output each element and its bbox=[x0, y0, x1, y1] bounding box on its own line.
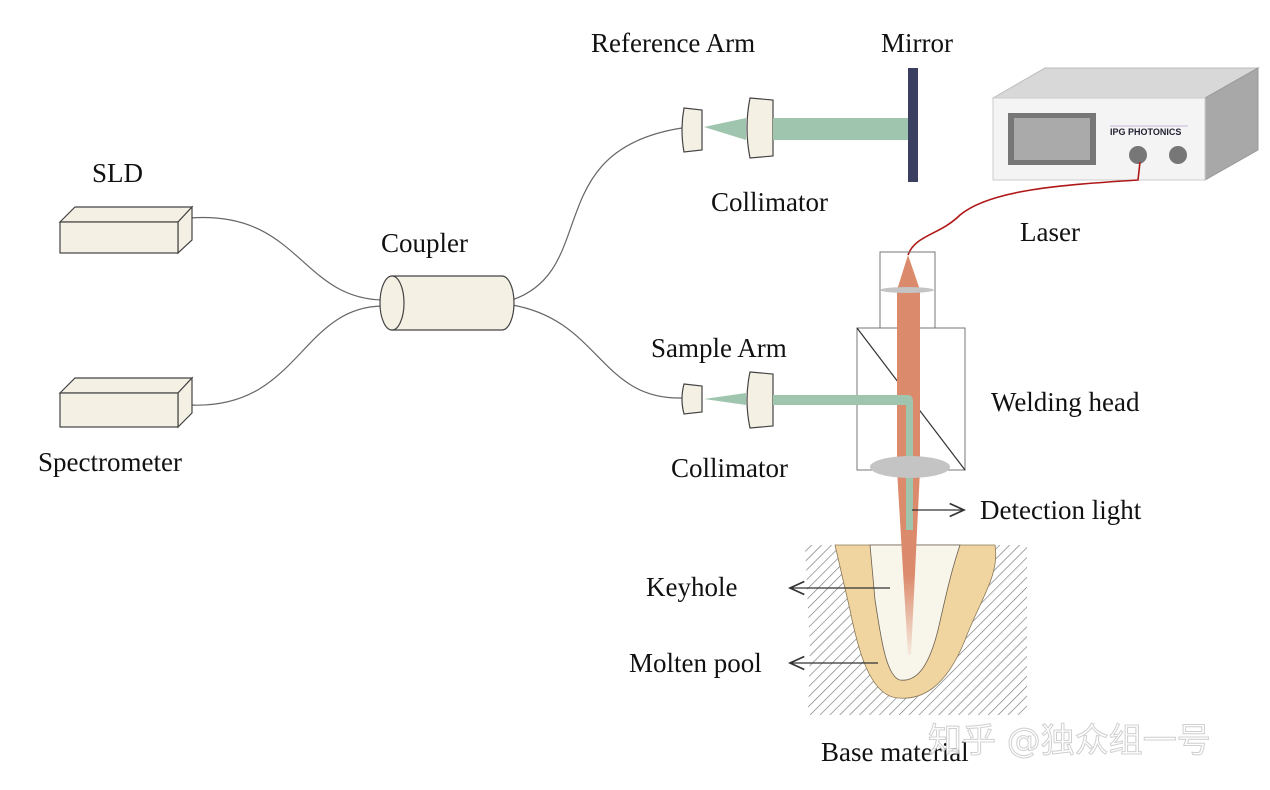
laser-source: IPG PHOTONICS bbox=[991, 67, 1260, 181]
label-reference-arm: Reference Arm bbox=[591, 28, 755, 58]
focus-lens-lower bbox=[870, 456, 950, 478]
focus-lens-upper bbox=[880, 287, 934, 293]
coupler bbox=[379, 275, 515, 331]
label-welding-head: Welding head bbox=[991, 387, 1140, 417]
watermark: 知乎 @独众组一号 bbox=[928, 721, 1211, 761]
spectrometer bbox=[58, 376, 194, 429]
workpiece bbox=[805, 544, 1027, 715]
label-sample-arm: Sample Arm bbox=[651, 333, 787, 363]
label-molten-pool: Molten pool bbox=[629, 648, 762, 678]
mirror bbox=[908, 68, 918, 182]
label-laser: Laser bbox=[1020, 217, 1080, 247]
label-base-material: Base material bbox=[821, 737, 969, 767]
keyhole bbox=[869, 544, 961, 681]
label-collimator-sample: Collimator bbox=[671, 453, 788, 483]
label-sld: SLD bbox=[92, 158, 143, 188]
label-collimator-ref: Collimator bbox=[711, 187, 828, 217]
label-mirror: Mirror bbox=[881, 28, 953, 58]
reference-arm bbox=[681, 68, 918, 182]
sld-source bbox=[58, 205, 194, 255]
optical-fibers bbox=[189, 127, 683, 406]
label-keyhole: Keyhole bbox=[646, 572, 737, 602]
label-spectrometer: Spectrometer bbox=[38, 447, 182, 477]
label-coupler: Coupler bbox=[381, 228, 468, 258]
label-detection-light: Detection light bbox=[980, 495, 1142, 525]
laser-cable bbox=[907, 161, 1141, 256]
laser-brand-logo: IPG PHOTONICS bbox=[1110, 127, 1181, 137]
sample-arm bbox=[681, 371, 774, 429]
